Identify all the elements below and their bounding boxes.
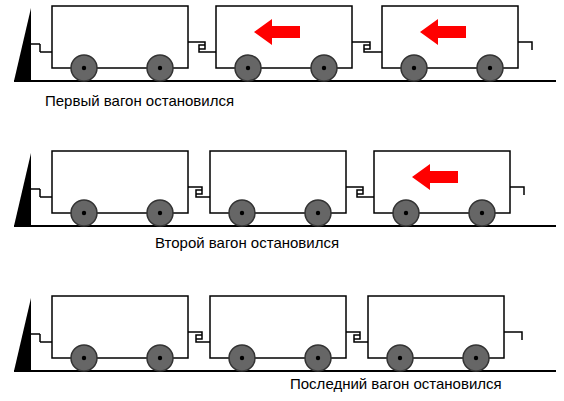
wheel bbox=[387, 345, 413, 371]
coupler bbox=[518, 42, 532, 50]
wheel bbox=[469, 200, 495, 226]
wheel bbox=[71, 200, 97, 226]
buffer bbox=[39, 44, 41, 52]
axle bbox=[322, 66, 326, 70]
wheel bbox=[305, 345, 331, 371]
buffer bbox=[39, 334, 41, 342]
coupler bbox=[199, 45, 216, 52]
axle bbox=[404, 211, 408, 215]
wheel bbox=[477, 55, 503, 81]
axle bbox=[82, 211, 86, 215]
wheel bbox=[463, 345, 489, 371]
axle bbox=[474, 356, 478, 360]
motion-arrow bbox=[420, 19, 466, 45]
coupler bbox=[510, 187, 524, 195]
caption-label: Второй вагон остановился bbox=[155, 234, 339, 252]
coupler bbox=[196, 190, 210, 197]
wheel bbox=[305, 200, 331, 226]
wheel bbox=[229, 200, 255, 226]
buffer bbox=[39, 189, 41, 197]
axle bbox=[246, 66, 250, 70]
axle bbox=[398, 356, 402, 360]
wheel bbox=[147, 55, 173, 81]
axle bbox=[316, 356, 320, 360]
wheel bbox=[147, 200, 173, 226]
axle bbox=[240, 356, 244, 360]
motion-arrow bbox=[254, 19, 300, 45]
wheel bbox=[71, 345, 97, 371]
wheel bbox=[311, 55, 337, 81]
axle bbox=[82, 356, 86, 360]
wheel bbox=[71, 55, 97, 81]
wheel bbox=[393, 200, 419, 226]
axle bbox=[240, 211, 244, 215]
caption-label: Последний вагон остановился bbox=[290, 375, 502, 393]
buffer bbox=[31, 188, 40, 190]
axle bbox=[480, 211, 484, 215]
buffer bbox=[40, 341, 52, 343]
axle bbox=[158, 211, 162, 215]
wheel bbox=[235, 55, 261, 81]
wheel bbox=[401, 55, 427, 81]
axle bbox=[488, 66, 492, 70]
rail bbox=[14, 80, 556, 82]
coupler bbox=[504, 332, 522, 340]
wheel bbox=[229, 345, 255, 371]
axle bbox=[158, 356, 162, 360]
caption-label: Первый вагон остановился bbox=[45, 92, 234, 110]
coupler bbox=[354, 335, 368, 342]
buffer-stop bbox=[14, 8, 31, 81]
buffer bbox=[31, 333, 40, 335]
coupler bbox=[364, 45, 382, 52]
motion-arrow bbox=[412, 164, 458, 190]
rail bbox=[14, 225, 556, 227]
buffer-stop bbox=[14, 153, 31, 226]
axle bbox=[158, 66, 162, 70]
coupler bbox=[196, 335, 210, 342]
buffer bbox=[40, 51, 52, 53]
buffer bbox=[31, 43, 40, 45]
buffer bbox=[40, 196, 52, 198]
axle bbox=[316, 211, 320, 215]
wheel bbox=[147, 345, 173, 371]
axle bbox=[82, 66, 86, 70]
buffer-stop bbox=[14, 298, 31, 371]
coupler bbox=[357, 190, 374, 197]
axle bbox=[412, 66, 416, 70]
